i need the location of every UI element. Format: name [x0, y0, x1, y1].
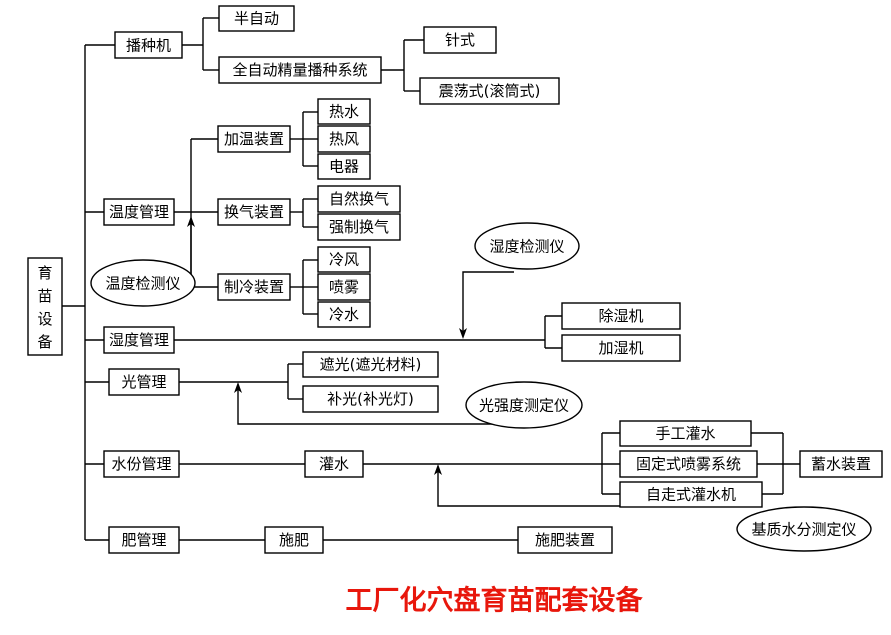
- node-light-mgmt-label: 光管理: [121, 373, 166, 391]
- node-fixed-spray-system[interactable]: [619, 450, 758, 478]
- node-self-propelled-irrigator[interactable]: [619, 481, 763, 508]
- node-forced-ventilation[interactable]: [317, 213, 401, 241]
- node-supp-light-label: 补光(补光灯): [327, 390, 414, 408]
- node-dehumidifier[interactable]: [561, 302, 681, 330]
- node-cold-air[interactable]: [317, 246, 371, 273]
- node-semi-auto-label: 半自动: [234, 10, 279, 28]
- link-lightmeter-feedback: [237, 390, 525, 425]
- node-water-storage-device[interactable]: [799, 450, 883, 478]
- node-natural-ventilation[interactable]: [317, 185, 401, 213]
- node-cold-air-label: 冷风: [329, 251, 359, 269]
- node-cooling-label: 制冷装置: [224, 278, 284, 296]
- node-heating-device[interactable]: [217, 125, 291, 153]
- node-self-propelled-label: 自走式灌水机: [646, 486, 736, 504]
- node-supplemental-light[interactable]: [302, 385, 439, 413]
- node-seeder-label: 播种机: [126, 37, 171, 55]
- node-humid-mgmt-label: 湿度管理: [109, 331, 169, 349]
- node-spray[interactable]: [317, 273, 371, 301]
- root-char-1: 育: [37, 264, 52, 282]
- node-fertilizer-management[interactable]: [108, 526, 180, 554]
- node-spray-label: 喷雾: [329, 278, 359, 296]
- arrowhead-water: [434, 464, 442, 475]
- node-fert-device-label: 施肥装置: [535, 531, 595, 549]
- node-temperature-management[interactable]: [103, 198, 175, 226]
- node-cold-water[interactable]: [317, 301, 371, 328]
- node-humid-detector-label: 湿度检测仪: [489, 238, 564, 256]
- node-manual-irrig-label: 手工灌水: [655, 425, 715, 443]
- node-root-box[interactable]: [27, 257, 63, 356]
- arrowhead-light: [234, 382, 242, 393]
- node-fertilizing-label: 施肥: [279, 531, 309, 549]
- node-electrical-appliance[interactable]: [317, 153, 371, 180]
- node-cooling-device[interactable]: [217, 273, 291, 301]
- node-natural-vent-label: 自然换气: [329, 190, 389, 208]
- node-humidifier-label: 加湿机: [598, 339, 643, 357]
- node-fertilizing-device[interactable]: [517, 526, 613, 554]
- node-hot-water[interactable]: [317, 98, 371, 125]
- node-cold-water-label: 冷水: [329, 306, 359, 324]
- node-shading-material[interactable]: [302, 351, 439, 378]
- node-full-auto-precision[interactable]: [218, 56, 382, 84]
- node-layer: 育 苗 设 备 播种机 半自动 全自动精量播种系统 针式 震荡式(滚筒式) 温度…: [27, 5, 883, 554]
- node-temp-detector-label: 温度检测仪: [105, 275, 180, 293]
- node-oscillating-label: 震荡式(滚筒式): [439, 82, 541, 100]
- root-char-4: 备: [37, 333, 52, 351]
- node-shading-label: 遮光(遮光材料): [320, 356, 422, 374]
- node-water-storage-label: 蓄水装置: [811, 455, 871, 473]
- node-humidity-management[interactable]: [103, 326, 175, 354]
- node-semi-auto[interactable]: [218, 5, 295, 32]
- node-light-intensity-meter[interactable]: [465, 381, 583, 429]
- node-ventilation-device[interactable]: [217, 198, 291, 226]
- node-fertilizing[interactable]: [264, 526, 324, 554]
- node-needle-type[interactable]: [423, 26, 497, 54]
- link-humiddetector-feedback: [462, 271, 514, 331]
- node-substrate-meter-label: 基质水分测定仪: [751, 521, 856, 539]
- root-char-2: 苗: [37, 287, 52, 305]
- arrowhead-humidity: [459, 328, 467, 339]
- node-irrigation-label: 灌水: [319, 455, 349, 473]
- node-water-mgmt-label: 水份管理: [111, 455, 171, 473]
- node-light-management[interactable]: [108, 368, 180, 396]
- node-humidity-detector[interactable]: [474, 222, 580, 270]
- node-manual-irrigation[interactable]: [619, 420, 752, 447]
- node-full-auto-label: 全自动精量播种系统: [232, 61, 367, 79]
- node-hot-air-label: 热风: [329, 130, 359, 148]
- node-hot-air[interactable]: [317, 125, 371, 153]
- node-seeder[interactable]: [114, 31, 183, 59]
- node-humidifier[interactable]: [561, 334, 681, 362]
- node-heating-label: 加温装置: [224, 130, 284, 148]
- node-dehumidifier-label: 除湿机: [598, 307, 643, 325]
- node-ventilation-label: 换气装置: [224, 203, 284, 221]
- node-temp-mgmt-label: 温度管理: [109, 203, 169, 221]
- node-fixed-spray-label: 固定式喷雾系统: [636, 455, 741, 473]
- node-fert-mgmt-label: 肥管理: [121, 531, 166, 549]
- node-hot-water-label: 热水: [329, 103, 359, 121]
- node-irrigation[interactable]: [304, 450, 364, 478]
- node-electric-label: 电器: [329, 158, 359, 176]
- root-char-3: 设: [37, 310, 52, 328]
- node-temperature-detector[interactable]: [90, 259, 196, 307]
- node-needle-label: 针式: [445, 31, 475, 49]
- node-light-meter-label: 光强度测定仪: [479, 397, 569, 415]
- node-oscillating-drum-type[interactable]: [419, 77, 560, 105]
- diagram-title: 工厂化穴盘育苗配套设备: [346, 585, 644, 617]
- node-substrate-moisture-meter[interactable]: [736, 506, 872, 552]
- node-water-management[interactable]: [103, 450, 180, 478]
- arrowhead-temperature: [187, 216, 195, 227]
- node-forced-vent-label: 强制换气: [329, 218, 389, 236]
